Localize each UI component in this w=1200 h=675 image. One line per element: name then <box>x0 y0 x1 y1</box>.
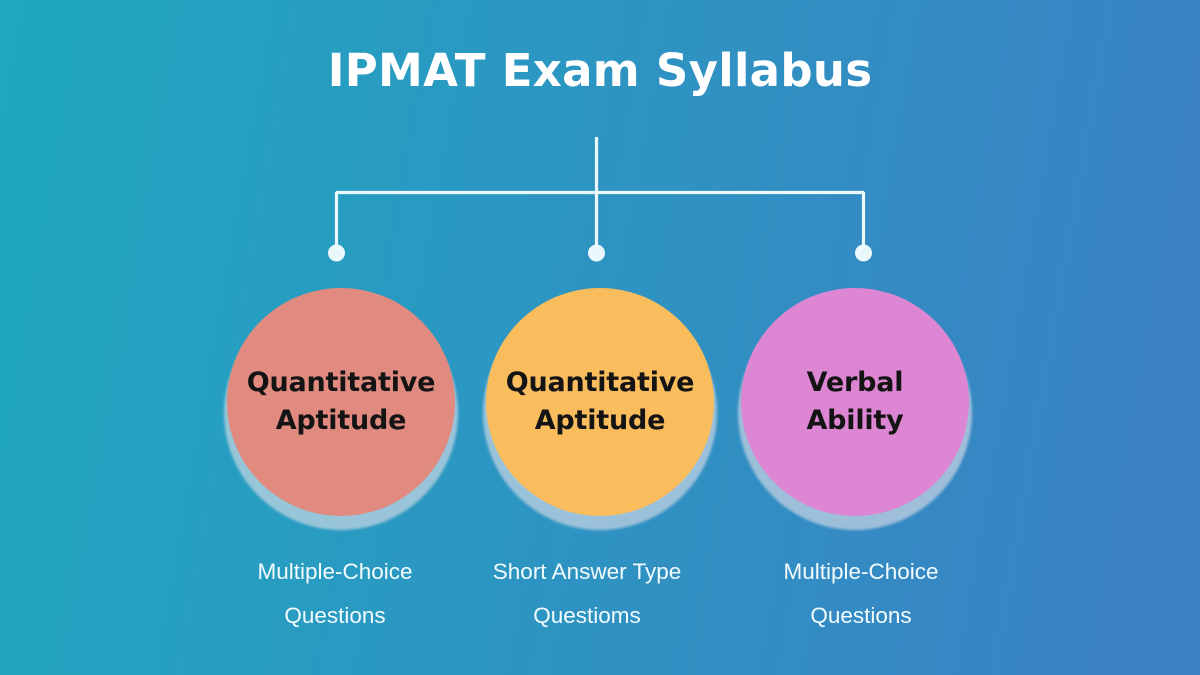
circle-label: Quantitative Aptitude <box>505 366 695 436</box>
caption-verbal-ability: Multiple-Choice Questions <box>783 559 939 628</box>
caption-quantitative-aptitude-short: Short Answer Type Questioms <box>492 559 682 628</box>
caption-quantitative-aptitude-mcq: Multiple-Choice Questions <box>257 559 413 628</box>
circle-label: Verbal Ability <box>806 366 904 436</box>
syllabus-node-verbal-ability: Verbal Ability <box>738 288 972 530</box>
syllabus-section-captions: Multiple-Choice Questions Short Answer T… <box>0 550 1200 650</box>
page-title: IPMAT Exam Syllabus <box>327 44 873 97</box>
circle-quantitative-aptitude-mcq: Quantitative Aptitude <box>227 288 455 516</box>
circle-quantitative-aptitude-short: Quantitative Aptitude <box>486 288 714 516</box>
circle-verbal-ability: Verbal Ability <box>741 288 969 516</box>
connector-dot-center <box>588 244 605 262</box>
connector-dot-right <box>855 244 872 262</box>
syllabus-section-circles: Quantitative Aptitude Quantitative Aptit… <box>0 288 1200 530</box>
circle-label: Quantitative Aptitude <box>246 366 436 436</box>
syllabus-node-quantitative-aptitude-short: Quantitative Aptitude <box>483 288 717 530</box>
syllabus-node-quantitative-aptitude-mcq: Quantitative Aptitude <box>224 288 458 530</box>
connector-dot-left <box>328 244 345 262</box>
